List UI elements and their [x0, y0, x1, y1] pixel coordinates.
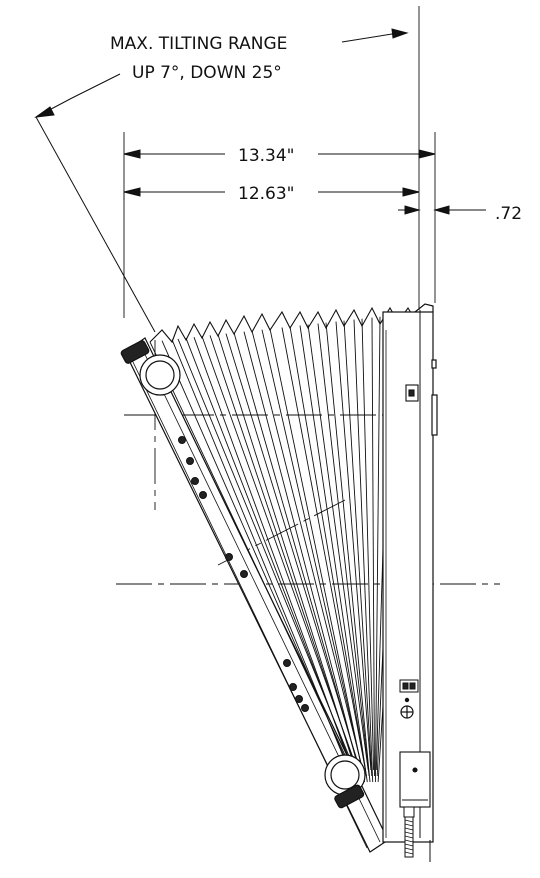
adjust-screw-icon [400, 697, 414, 719]
upper-pivot-knob [120, 340, 181, 396]
tilt-position-line [343, 320, 373, 777]
tilt-position-line [281, 327, 366, 771]
tilt-range-leaders [34, 28, 409, 118]
tilt-position-line [371, 317, 375, 777]
tilt-position-line [233, 332, 362, 777]
tilt-position-line [353, 319, 374, 783]
thread-line [404, 839, 414, 843]
thread-line [404, 819, 414, 823]
max-tilt-reference-line [35, 116, 156, 333]
tilt-position-line [251, 330, 364, 771]
thread-line [404, 835, 414, 839]
tilt-indicator [399, 679, 419, 693]
tilt-position-line [325, 322, 371, 783]
tilt-position-line [374, 316, 381, 783]
tilt-position-line [361, 318, 375, 771]
tilt-position-line [289, 326, 367, 777]
tilt-position-line [225, 333, 361, 771]
tilt-position-line [261, 329, 365, 777]
tilt-position-line [299, 325, 368, 783]
tilt-position-line [269, 328, 366, 783]
tilt-position-pleats [149, 306, 415, 344]
dimension-offset [398, 205, 486, 215]
thread-line [404, 843, 414, 847]
upper-latch [405, 384, 419, 402]
tilt-range-label-line1: MAX. TILTING RANGE [110, 34, 287, 54]
thread-line [404, 851, 414, 855]
lower-pivot-knob [324, 754, 366, 809]
tilt-position-line [307, 324, 369, 771]
dimension-inner-width [123, 187, 420, 197]
dimension-offset-label: .72 [495, 204, 522, 224]
thread-line [404, 831, 414, 835]
tilt-position-fan [149, 313, 409, 783]
tilt-position-line [317, 323, 370, 777]
tilt-position-line [149, 341, 353, 771]
bottom-bracket [399, 751, 431, 808]
dimension-inner-width-label: 12.63" [238, 184, 295, 204]
cable-fitting [403, 806, 431, 862]
thread-line [404, 823, 414, 827]
arm-screws [178, 436, 309, 712]
tilt-position-line [335, 321, 372, 771]
thread-line [404, 827, 414, 831]
tilt-range-label-line2: UP 7°, DOWN 25° [132, 63, 282, 83]
thread-line [404, 847, 414, 851]
tilt-position-line [243, 331, 363, 783]
tilt-position-line [209, 335, 359, 777]
tilt-position-line [217, 334, 360, 783]
dimension-overall-width [123, 149, 436, 159]
tilt-position-line [171, 339, 355, 783]
tilt-position-line [193, 337, 357, 783]
dimension-overall-width-label: 13.34" [238, 146, 295, 166]
